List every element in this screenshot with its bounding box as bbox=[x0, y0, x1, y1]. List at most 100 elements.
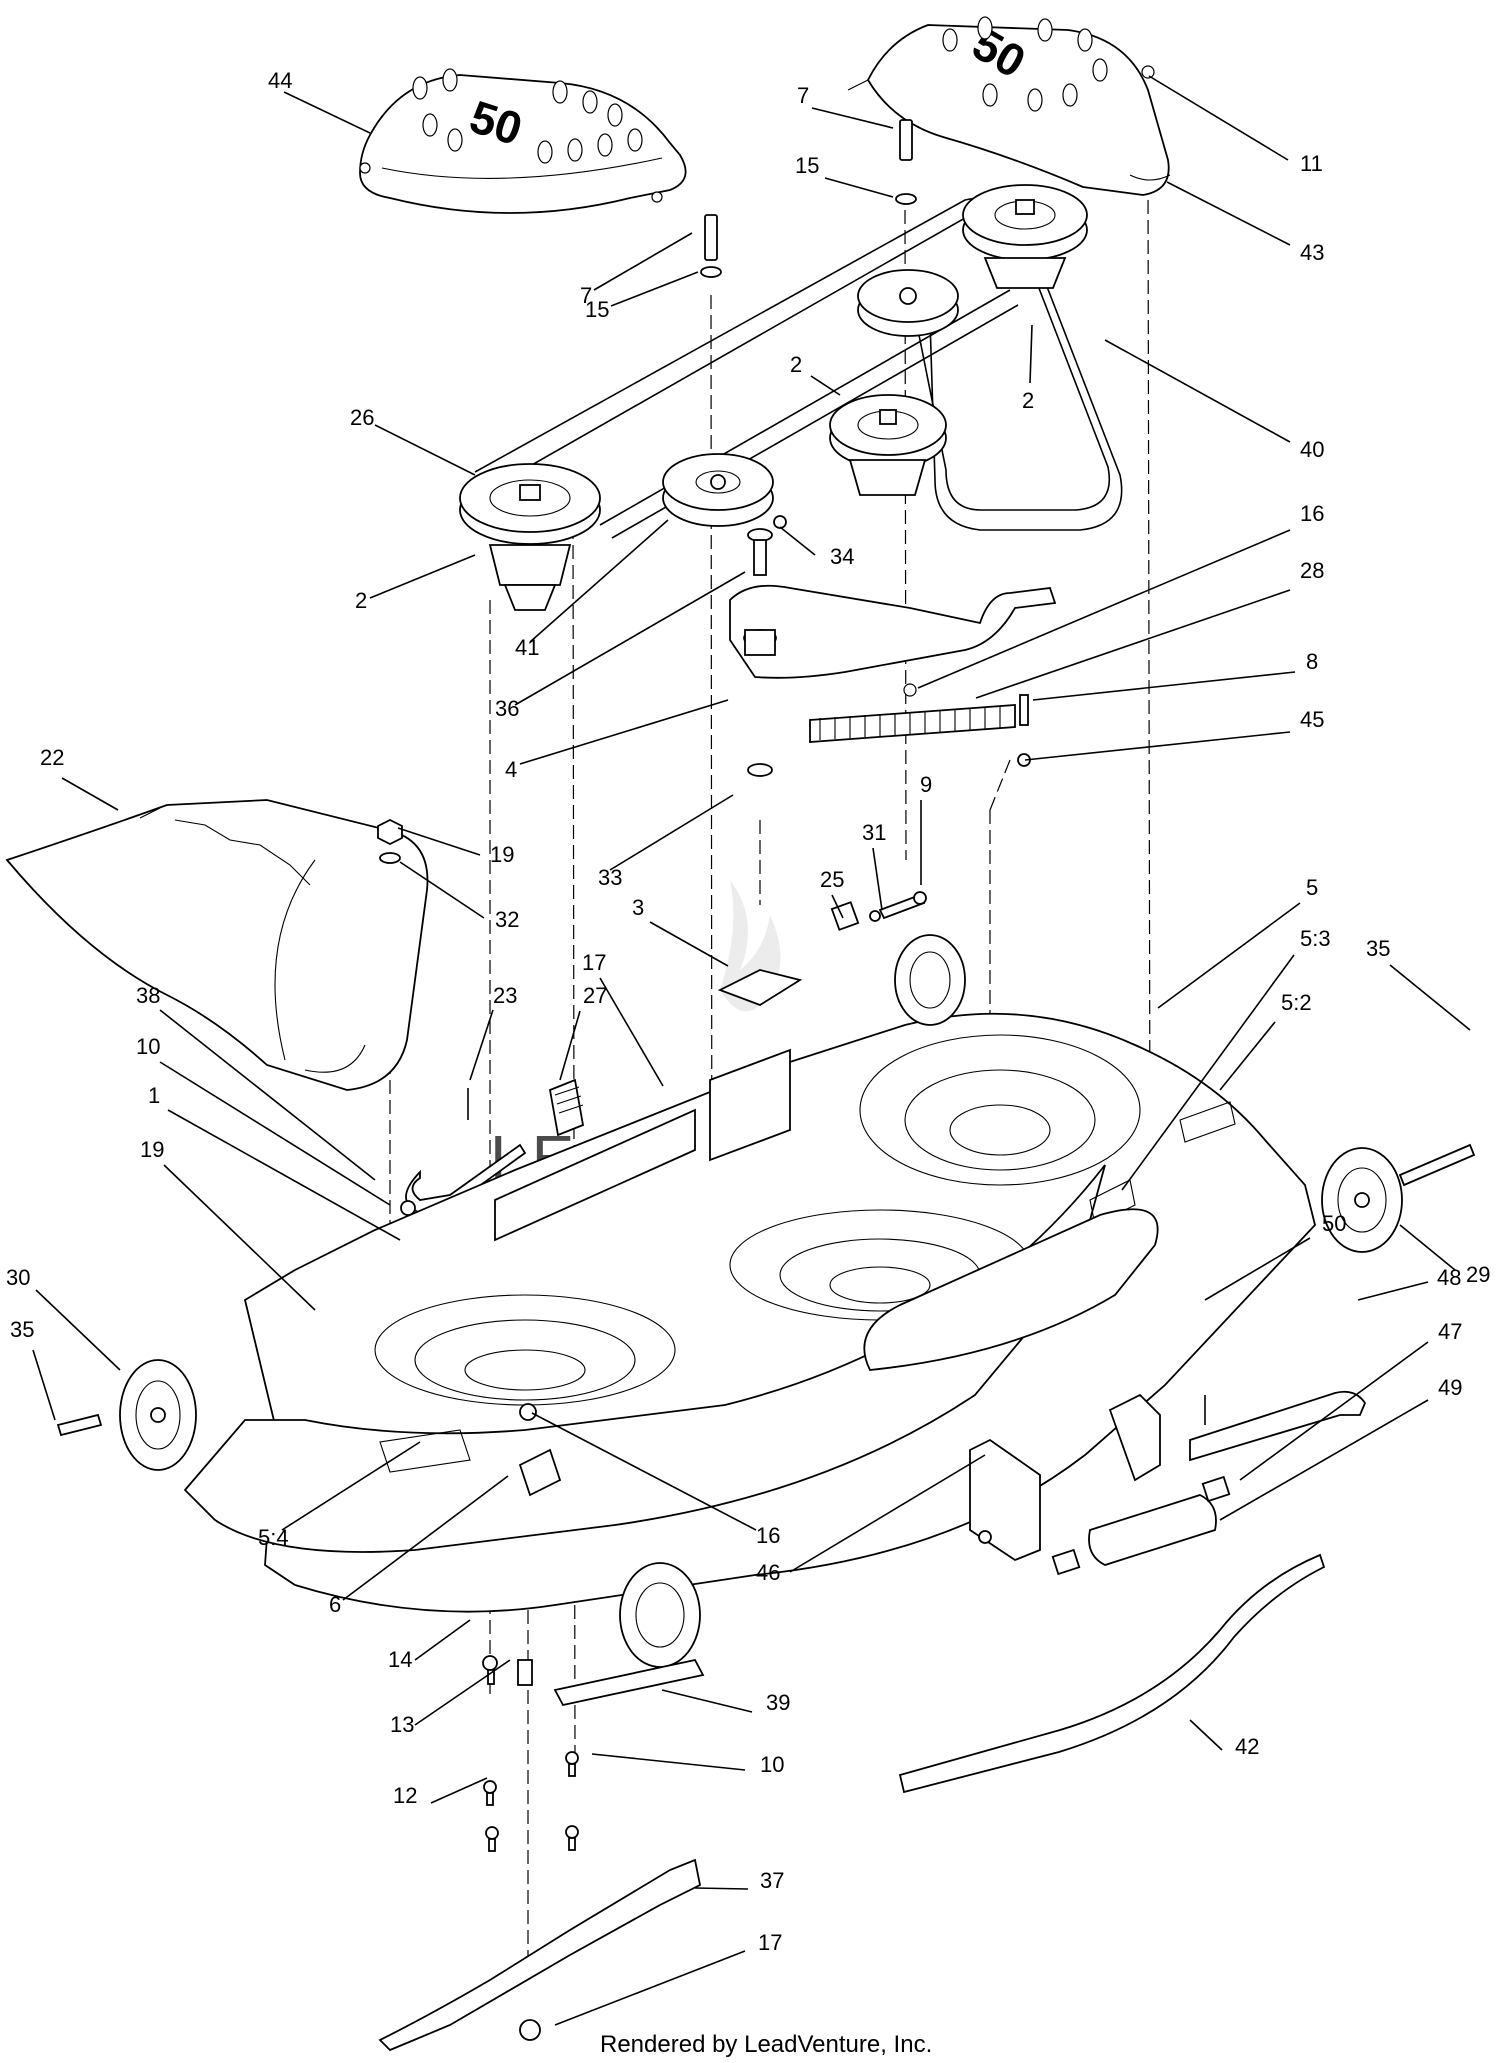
leader-line bbox=[554, 1950, 746, 2026]
leader-line bbox=[1121, 954, 1295, 1191]
callout-label: 2 bbox=[790, 352, 802, 377]
deck-housing bbox=[183, 1012, 1316, 1613]
footer-text: Rendered by LeadVenture, Inc. bbox=[600, 2031, 932, 2058]
callout-label: 41 bbox=[515, 635, 539, 660]
callout-label: 14 bbox=[388, 1647, 412, 1672]
leader-line bbox=[810, 375, 841, 396]
leader-line bbox=[694, 1887, 749, 1890]
leader-line bbox=[374, 424, 476, 476]
callout-label: 11 bbox=[1300, 151, 1323, 176]
leader-line bbox=[1204, 1237, 1311, 1301]
deck-brackets bbox=[494, 969, 803, 1497]
leader-line bbox=[610, 271, 699, 307]
leader-line bbox=[824, 177, 894, 198]
spindle-center bbox=[829, 394, 947, 496]
callout-label: 34 bbox=[830, 544, 854, 569]
leader-line bbox=[61, 777, 119, 811]
hardware-lower bbox=[482, 1655, 579, 1852]
wheel-center-front bbox=[619, 1562, 701, 1668]
callout-label: 50 bbox=[1322, 1211, 1346, 1236]
leader-line bbox=[397, 827, 481, 856]
callout-label: 7 bbox=[797, 83, 809, 108]
nut-19-32 bbox=[377, 818, 403, 864]
wheel-right-front bbox=[1321, 1143, 1476, 1253]
callout-label: 12 bbox=[393, 1783, 417, 1808]
leader-line bbox=[1032, 671, 1296, 701]
callout-label: 5:3 bbox=[1300, 926, 1331, 951]
callout-label: 5:2 bbox=[1281, 990, 1312, 1015]
leader-line bbox=[167, 1109, 401, 1241]
idler-pulley-41 bbox=[662, 453, 774, 527]
leader-line bbox=[811, 107, 894, 129]
callout-label: 15 bbox=[585, 297, 609, 322]
belt-cover-right: 50 bbox=[847, 16, 1171, 196]
callout-label: 19 bbox=[490, 842, 514, 867]
leader-line bbox=[369, 554, 476, 599]
callout-label: 31 bbox=[862, 820, 886, 845]
hardware-top bbox=[700, 119, 917, 278]
callout-label: 43 bbox=[1300, 240, 1324, 265]
spring bbox=[809, 694, 1031, 767]
callout-label: 10 bbox=[760, 1752, 784, 1777]
leader-line bbox=[35, 1289, 121, 1371]
callout-label: 32 bbox=[495, 907, 519, 932]
callout-label: 19 bbox=[140, 1137, 164, 1162]
leader-line bbox=[1104, 339, 1291, 443]
roller-assembly bbox=[1051, 1390, 1367, 1576]
leader-line bbox=[1399, 1224, 1456, 1271]
callout-label: 46 bbox=[756, 1560, 780, 1585]
callout-label: 13 bbox=[390, 1712, 414, 1737]
callout-label: 33 bbox=[598, 865, 622, 890]
callout-label: 6 bbox=[329, 1592, 341, 1617]
leader-line bbox=[559, 1010, 581, 1081]
leader-line bbox=[1157, 902, 1301, 1009]
belt-cover-left: 50 bbox=[359, 68, 687, 214]
leader-line bbox=[591, 1753, 746, 1771]
leader-line bbox=[1219, 1021, 1276, 1091]
callout-label: 47 bbox=[1438, 1319, 1462, 1344]
callout-label: 35 bbox=[10, 1317, 34, 1342]
callout-label: 42 bbox=[1235, 1734, 1259, 1759]
leader-line bbox=[599, 977, 664, 1087]
callout-label: 1 bbox=[148, 1083, 160, 1108]
leader-line bbox=[975, 589, 1291, 699]
baffle-39 bbox=[553, 1658, 705, 1707]
blade bbox=[378, 1858, 702, 2052]
leader-line bbox=[1389, 964, 1471, 1031]
callouts: 4471115437152240261634282413684542219339… bbox=[6, 68, 1490, 2026]
callout-label: 45 bbox=[1300, 707, 1324, 732]
callout-label: 10 bbox=[136, 1034, 160, 1059]
front-bracket bbox=[969, 1393, 1161, 1562]
leader-line bbox=[649, 921, 729, 967]
leader-line bbox=[1024, 731, 1291, 761]
callout-label: 9 bbox=[920, 772, 932, 797]
leader-line bbox=[159, 1009, 376, 1181]
leader-line bbox=[1357, 1281, 1429, 1301]
blade-nut bbox=[519, 2019, 541, 2041]
spindle-left bbox=[459, 463, 601, 611]
callout-label: 2 bbox=[355, 588, 367, 613]
leader-line bbox=[1219, 1399, 1429, 1521]
callout-label: 23 bbox=[493, 983, 517, 1008]
callout-label: 5:4 bbox=[258, 1525, 289, 1550]
leader-line bbox=[281, 1441, 421, 1531]
callout-label: 17 bbox=[758, 1930, 782, 1955]
leader-line bbox=[1189, 1719, 1223, 1751]
leader-line bbox=[609, 794, 734, 871]
leader-line bbox=[789, 1454, 986, 1573]
callout-label: 22 bbox=[40, 745, 64, 770]
callout-label: 2 bbox=[1022, 388, 1034, 413]
callout-label: 39 bbox=[766, 1690, 790, 1715]
leader-line bbox=[469, 1009, 494, 1081]
leader-line bbox=[1166, 181, 1291, 246]
leader-line bbox=[779, 526, 816, 556]
washer-33 bbox=[747, 763, 773, 777]
leader-line bbox=[163, 1164, 316, 1311]
callout-label: 44 bbox=[268, 68, 292, 93]
leader-line bbox=[342, 1475, 509, 1601]
leader-line bbox=[430, 1777, 488, 1804]
leader-line bbox=[1148, 75, 1289, 161]
leader-line bbox=[414, 1659, 511, 1726]
leader-line bbox=[399, 861, 485, 919]
